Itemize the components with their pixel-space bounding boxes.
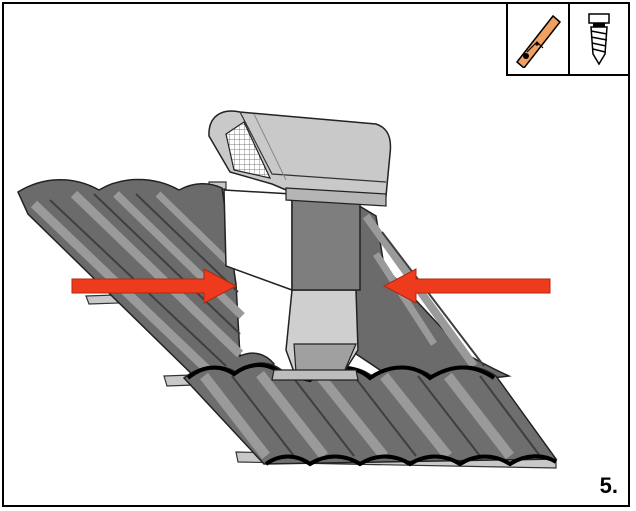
diagram-frame: 5. [2,2,630,507]
vent-hood-rim [285,187,387,207]
vent-shaft-dark [291,193,361,291]
roof-vent-illustration [17,110,558,469]
tile-profile-edge [264,454,558,467]
roof-vent [208,110,392,381]
vent-base [271,369,359,381]
step-number: 5. [599,473,618,498]
screw-icon [588,13,610,66]
tool-cell-screw [568,4,628,74]
arrow-right [382,268,551,304]
cutter-tool-icon [515,14,562,68]
arrow-left [71,268,238,304]
roof-tiles-lower [182,362,558,467]
tools-legend [506,4,628,76]
tool-cell-cutter [508,4,568,74]
vent-mesh [225,121,272,179]
roof-tiles-right [355,202,512,385]
